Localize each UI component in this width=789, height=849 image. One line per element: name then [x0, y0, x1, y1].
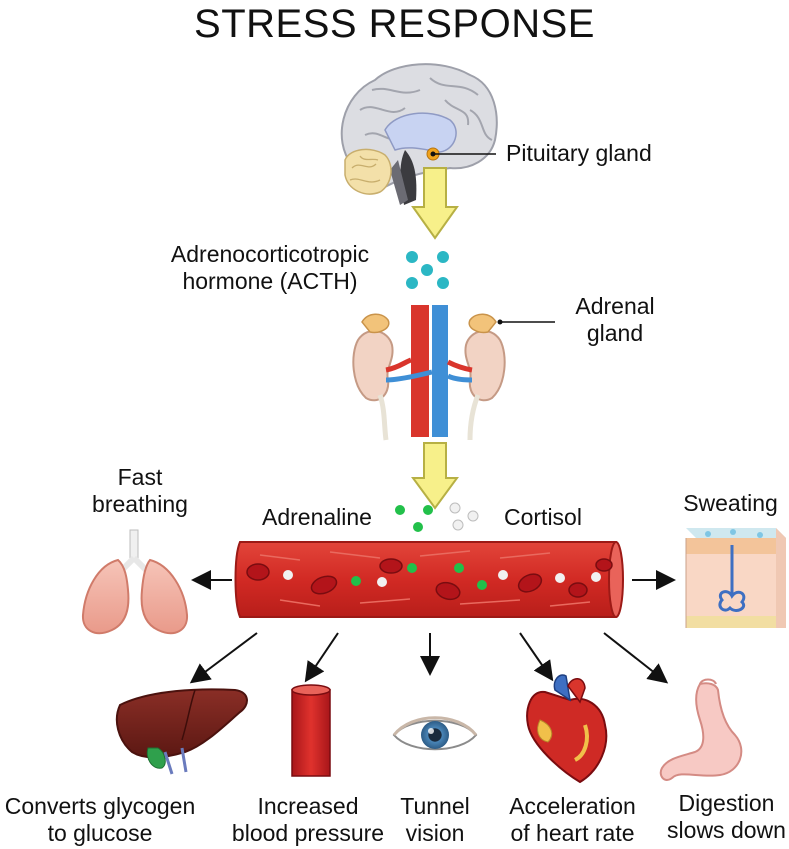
- eye-icon: [392, 716, 478, 751]
- stomach-icon: [659, 678, 743, 781]
- effect-digestion-label-line2: slows down: [667, 817, 786, 843]
- fast-breathing-label-line2: breathing: [92, 491, 188, 517]
- blood-vessel-icon: [234, 541, 624, 618]
- effect-blood-pressure-label-line1: Increased: [257, 793, 359, 819]
- cortisol-label: Cortisol: [504, 504, 582, 530]
- acth-label-line2: hormone (ACTH): [182, 268, 358, 294]
- pituitary-pointer: [430, 151, 496, 157]
- brain-icon: [340, 63, 498, 205]
- effect-heart-rate-label-line1: Acceleration: [509, 793, 636, 819]
- pituitary-label: Pituitary gland: [506, 140, 652, 166]
- effect-arrows: [189, 570, 676, 684]
- flow-arrow-down-2: [411, 442, 459, 510]
- skin-sweat-icon: [685, 528, 786, 628]
- fast-breathing-label-line1: Fast: [117, 464, 163, 490]
- adrenal-pointer: [497, 319, 555, 325]
- lungs-icon: [81, 529, 189, 635]
- blood-vessel-tube-icon: [291, 684, 331, 777]
- effect-tunnel-vision-label-line1: Tunnel: [400, 793, 470, 819]
- acth-molecules: [406, 251, 449, 289]
- kidneys-adrenal-icon: [352, 305, 506, 441]
- effect-tunnel-vision-label-line2: vision: [405, 820, 465, 846]
- acth-label-line1: Adrenocorticotropic: [170, 241, 370, 267]
- effect-glucose-label-line2: to glucose: [47, 820, 153, 846]
- adrenal-label-line2: gland: [586, 320, 644, 346]
- released-hormones: [395, 502, 479, 532]
- adrenal-label-line1: Adrenal: [575, 293, 655, 319]
- heart-icon: [526, 674, 608, 784]
- effect-glucose-label-line1: Converts glycogen: [4, 793, 196, 819]
- diagram-title: STRESS RESPONSE: [194, 2, 595, 46]
- liver-icon: [115, 688, 248, 775]
- effect-heart-rate-label-line2: of heart rate: [510, 820, 635, 846]
- flow-arrow-down-1: [411, 167, 459, 240]
- effect-digestion-label-line1: Digestion: [678, 790, 775, 816]
- adrenaline-label: Adrenaline: [262, 504, 372, 530]
- sweating-label: Sweating: [683, 490, 778, 516]
- effect-blood-pressure-label-line2: blood pressure: [231, 820, 385, 846]
